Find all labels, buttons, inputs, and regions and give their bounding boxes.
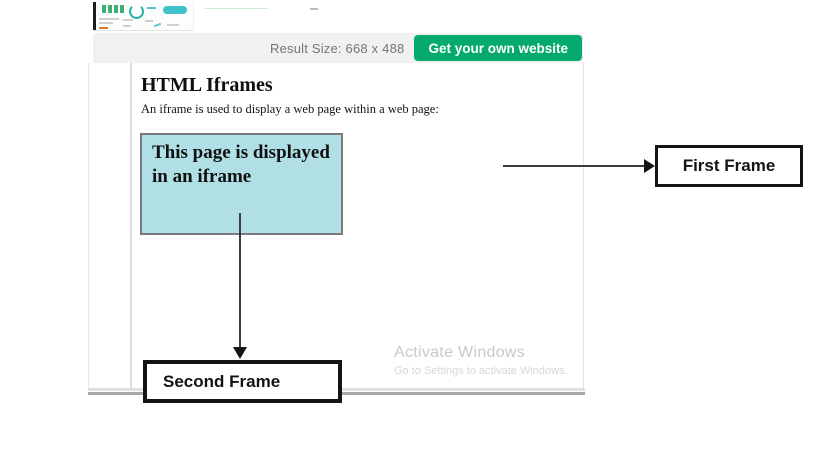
page-description: An iframe is used to display a web page …	[141, 102, 439, 116]
teal-pill-button-icon	[163, 6, 187, 14]
green-bar-icon	[120, 5, 124, 13]
placeholder-text-line	[99, 22, 113, 24]
faint-gray-dash	[310, 8, 318, 10]
arrowhead-right-icon	[644, 159, 655, 173]
editor-result-divider[interactable]	[130, 63, 132, 391]
green-bar-icon	[108, 5, 112, 13]
teal-check-icon	[153, 22, 162, 28]
orange-dash-icon	[99, 27, 108, 29]
panel-left-edge	[88, 63, 89, 391]
iframe-demo: This page is displayed in an iframe	[140, 133, 343, 235]
arrow-to-first-frame	[503, 165, 646, 167]
placeholder-text-line	[145, 20, 153, 22]
first-frame-label: First Frame	[682, 156, 776, 175]
activate-windows-subtext: Go to Settings to activate Windows.	[394, 365, 568, 377]
cropped-page-thumbnail	[93, 2, 194, 31]
teal-dash-icon	[147, 7, 156, 9]
teal-ring-icon	[129, 4, 144, 19]
panel-right-edge	[583, 63, 584, 391]
green-bar-icon	[114, 5, 118, 13]
result-toolbar: Result Size: 668 x 488 Get your own webs…	[93, 33, 583, 63]
second-frame-callout: Second Frame	[143, 360, 342, 403]
arrow-to-second-frame	[239, 213, 241, 348]
placeholder-text-line	[167, 24, 179, 26]
placeholder-text-line	[99, 18, 119, 20]
activate-windows-watermark: Activate Windows	[394, 344, 526, 361]
thumbnail-scrollbar	[93, 2, 96, 30]
green-bar-icon	[102, 5, 106, 13]
second-frame-label: Second Frame	[163, 371, 281, 391]
page-title: HTML Iframes	[141, 74, 273, 96]
arrowhead-down-icon	[233, 347, 247, 359]
placeholder-text-line	[123, 25, 131, 27]
result-size-label: Result Size: 668 x 488	[269, 40, 405, 56]
first-frame-callout: First Frame	[655, 145, 803, 187]
get-your-own-website-button[interactable]: Get your own website	[414, 35, 582, 61]
placeholder-text-line	[123, 19, 133, 21]
faint-green-line	[205, 8, 268, 9]
